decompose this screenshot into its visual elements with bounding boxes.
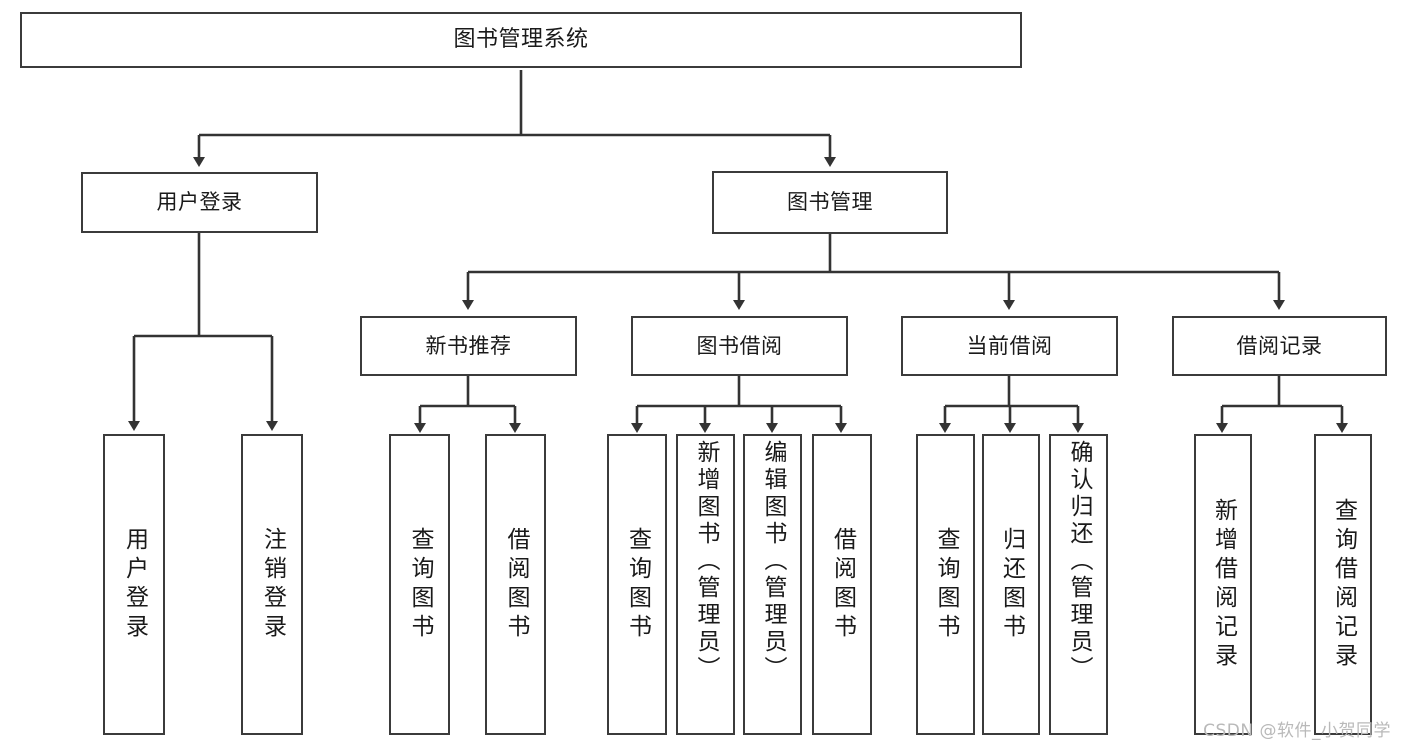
node-book-manage[interactable]: 图书管理 [712, 171, 948, 234]
node-leaf-borrow-book-1[interactable]: 借阅图书 [485, 434, 546, 735]
node-leaf-user-login-label: 用户登录 [121, 526, 148, 643]
node-leaf-return-book-label: 归还图书 [998, 526, 1025, 643]
node-new-book-recommend[interactable]: 新书推荐 [360, 316, 577, 376]
node-leaf-add-record-label: 新增借阅记录 [1210, 497, 1237, 672]
node-borrow-record-label: 借阅记录 [1236, 333, 1323, 358]
node-leaf-query-book-2-label: 查询图书 [624, 526, 651, 643]
node-leaf-edit-book[interactable]: 编辑图书（管理员） [743, 434, 802, 735]
node-leaf-confirm-return-label: 确认归还（管理员） [1066, 440, 1092, 683]
node-new-book-recommend-label: 新书推荐 [425, 333, 512, 358]
node-book-borrow[interactable]: 图书借阅 [631, 316, 848, 376]
node-user-login-label: 用户登录 [156, 190, 243, 215]
node-root-label: 图书管理系统 [453, 27, 589, 53]
node-root[interactable]: 图书管理系统 [20, 12, 1022, 68]
node-leaf-user-login[interactable]: 用户登录 [103, 434, 165, 735]
node-leaf-return-book[interactable]: 归还图书 [982, 434, 1040, 735]
node-leaf-borrow-book-1-label: 借阅图书 [503, 526, 529, 643]
node-leaf-borrow-book-2-label: 借阅图书 [829, 526, 856, 643]
node-leaf-query-record-label: 查询借阅记录 [1330, 497, 1357, 672]
node-leaf-query-book-1[interactable]: 查询图书 [389, 434, 450, 735]
node-leaf-add-record[interactable]: 新增借阅记录 [1194, 434, 1252, 735]
node-leaf-edit-book-label: 编辑图书（管理员） [760, 440, 786, 683]
csdn-watermark: CSDN @软件_小贺同学 [1203, 721, 1391, 741]
node-leaf-add-book[interactable]: 新增图书（管理员） [676, 434, 735, 735]
node-current-borrow[interactable]: 当前借阅 [901, 316, 1118, 376]
node-leaf-query-book-2[interactable]: 查询图书 [607, 434, 667, 735]
node-leaf-query-book-3-label: 查询图书 [933, 526, 959, 643]
node-current-borrow-label: 当前借阅 [966, 333, 1053, 358]
node-leaf-borrow-book-2[interactable]: 借阅图书 [812, 434, 872, 735]
node-leaf-query-book-1-label: 查询图书 [407, 526, 433, 643]
node-leaf-logout-label: 注销登录 [259, 526, 286, 643]
node-user-login[interactable]: 用户登录 [81, 172, 318, 233]
node-leaf-query-record[interactable]: 查询借阅记录 [1314, 434, 1372, 735]
node-book-borrow-label: 图书借阅 [696, 333, 783, 358]
node-book-manage-label: 图书管理 [787, 190, 873, 215]
node-leaf-confirm-return[interactable]: 确认归还（管理员） [1049, 434, 1108, 735]
node-leaf-add-book-label: 新增图书（管理员） [693, 440, 719, 683]
node-borrow-record[interactable]: 借阅记录 [1172, 316, 1387, 376]
node-leaf-logout[interactable]: 注销登录 [241, 434, 303, 735]
node-leaf-query-book-3[interactable]: 查询图书 [916, 434, 975, 735]
